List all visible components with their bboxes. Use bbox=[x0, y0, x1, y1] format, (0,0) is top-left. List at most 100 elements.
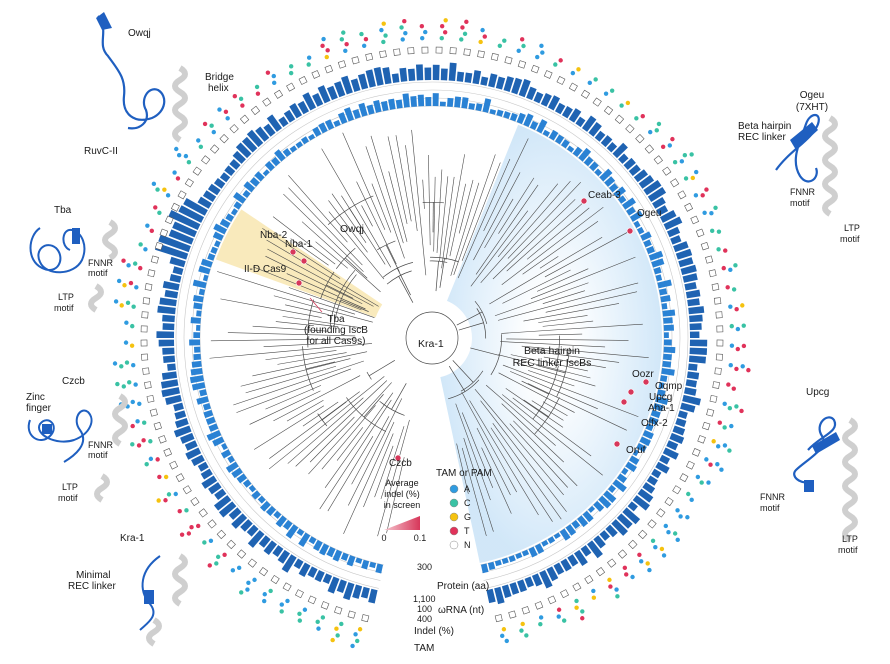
indel-square bbox=[141, 311, 149, 319]
tam-dot bbox=[131, 304, 136, 309]
tree-branch bbox=[469, 400, 539, 516]
tree-stem bbox=[523, 399, 549, 417]
ortholog-highlight-dot bbox=[627, 388, 635, 396]
tam-dot bbox=[279, 602, 284, 607]
indel-square bbox=[198, 508, 208, 518]
tam-dot bbox=[539, 43, 544, 49]
protein-bar bbox=[232, 150, 246, 164]
tam-dot bbox=[670, 136, 675, 142]
tree-branch bbox=[510, 371, 598, 410]
tam-dot bbox=[217, 107, 222, 112]
tam-dot bbox=[524, 633, 529, 638]
tree-branch bbox=[283, 193, 364, 272]
structure-tba-fnnr-line2: motif bbox=[88, 268, 108, 278]
tam-dot bbox=[400, 37, 405, 42]
wrna-bar bbox=[560, 139, 570, 149]
wrna-bar bbox=[658, 288, 668, 296]
protein-bar bbox=[352, 584, 363, 599]
clade-label-tba-line3: for all Cas9s) bbox=[307, 336, 366, 347]
protein-bar bbox=[659, 454, 671, 465]
indel-square bbox=[209, 144, 220, 154]
tam-dot bbox=[166, 492, 172, 497]
wrna-bar bbox=[206, 429, 222, 441]
tam-dot bbox=[603, 91, 609, 96]
tam-dot bbox=[675, 508, 680, 513]
tree-branch bbox=[483, 138, 529, 232]
tam-dot bbox=[722, 401, 727, 406]
tam-dot bbox=[116, 278, 122, 284]
tam-dot bbox=[661, 553, 667, 558]
indel-squares-ring bbox=[140, 46, 724, 623]
indel-square bbox=[691, 448, 701, 457]
tree-branch bbox=[301, 221, 381, 293]
clade-label-beta-line2: REC linker IscBs bbox=[513, 357, 592, 369]
indel-square bbox=[170, 202, 180, 212]
wrna-bar bbox=[262, 169, 270, 177]
tam-dot bbox=[173, 491, 178, 497]
tree-branch bbox=[405, 145, 418, 231]
tree-branch bbox=[288, 175, 348, 243]
tree-stem bbox=[308, 322, 339, 328]
tam-dot bbox=[138, 265, 143, 271]
owqj-strand bbox=[96, 12, 112, 30]
tam-dot bbox=[195, 523, 201, 529]
indel-square bbox=[216, 529, 227, 540]
wrna-bar bbox=[489, 108, 497, 115]
indel-square bbox=[504, 56, 513, 65]
indel-square bbox=[644, 144, 655, 154]
tree-branch bbox=[302, 401, 339, 427]
protein-bar bbox=[297, 100, 310, 115]
tam-dot bbox=[222, 552, 227, 557]
protein-bar bbox=[219, 172, 231, 183]
tree-branch bbox=[236, 368, 351, 413]
tam-dot bbox=[155, 187, 160, 192]
tam-legend-label: G bbox=[464, 512, 471, 522]
wrna-bar bbox=[663, 353, 672, 361]
tree-branch bbox=[543, 356, 606, 368]
tam-dot bbox=[713, 205, 718, 210]
wrna-bar bbox=[617, 195, 627, 204]
ring-guide-line bbox=[175, 81, 689, 589]
indel-square bbox=[713, 297, 722, 305]
indel-square bbox=[708, 269, 717, 278]
tam-dot bbox=[462, 31, 468, 36]
protein-bar bbox=[526, 86, 537, 101]
tam-dot bbox=[335, 633, 340, 638]
protein-bar bbox=[593, 535, 606, 549]
indel-square bbox=[508, 610, 517, 619]
wrna-bar bbox=[508, 555, 516, 563]
protein-bar bbox=[574, 549, 588, 566]
clade-labels: Owqj Nba-2 Nba-1 II-D Cas9 Tba (founding… bbox=[244, 190, 683, 469]
wrna-bar bbox=[227, 455, 235, 464]
protein-bar bbox=[682, 273, 698, 283]
wrna-bar bbox=[212, 436, 225, 447]
tam-legend-label: T bbox=[464, 526, 470, 536]
tam-dot bbox=[246, 580, 251, 586]
tam-dot bbox=[464, 19, 469, 25]
protein-bar bbox=[688, 355, 707, 364]
tree-stem bbox=[398, 276, 414, 303]
tree-stem bbox=[528, 348, 559, 353]
protein-bar bbox=[659, 210, 677, 223]
wrna-bar bbox=[190, 317, 201, 324]
indel-square bbox=[142, 297, 151, 305]
tree-branch bbox=[336, 427, 364, 461]
indel-legend-title-line2: indel (%) bbox=[384, 489, 420, 499]
tam-dot bbox=[711, 439, 716, 444]
protein-bar bbox=[281, 554, 297, 573]
protein-bar bbox=[424, 67, 432, 81]
protein-bar bbox=[685, 289, 701, 299]
protein-bar bbox=[656, 205, 669, 216]
wrna-bar bbox=[663, 332, 669, 339]
protein-bar bbox=[561, 106, 573, 119]
tam-dot bbox=[504, 638, 509, 644]
tree-branch bbox=[501, 323, 643, 334]
wrna-length-bars bbox=[189, 93, 676, 574]
protein-bar bbox=[213, 495, 232, 511]
protein-bar bbox=[158, 234, 191, 253]
indel-square bbox=[517, 60, 527, 69]
indel-square bbox=[556, 76, 566, 85]
tam-dot bbox=[625, 100, 631, 106]
structure-upcg-ltp: LTP bbox=[842, 534, 858, 544]
ring-label-wrna-max: 1,100 bbox=[413, 594, 436, 604]
